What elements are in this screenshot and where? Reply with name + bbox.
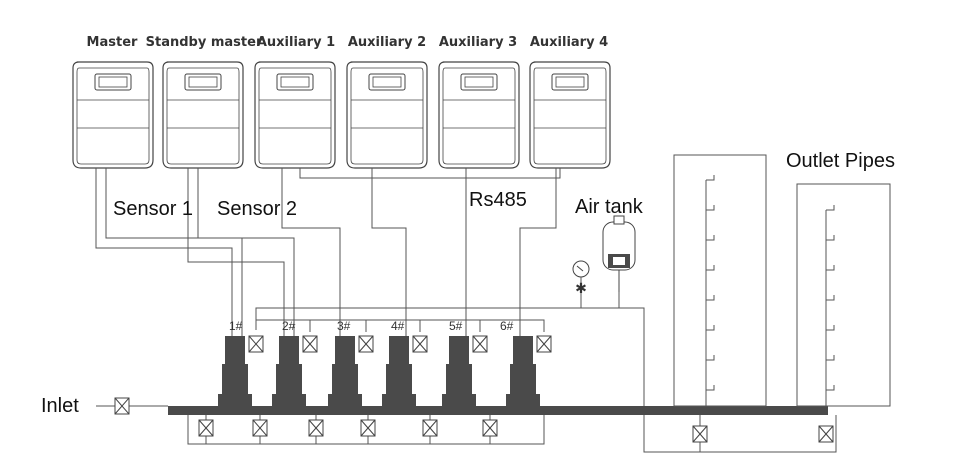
discharge-piping [255,319,545,332]
controller-label-auxiliary-2: Auxiliary 2 [348,35,426,50]
controller-auxiliary-3: Auxiliary 3 [438,35,520,169]
inlet-label: Inlet [41,395,79,417]
suction-valve-icon [360,419,376,437]
rs485-bus [299,168,561,179]
suction-valve-icon [308,419,324,437]
pump-6: 6# [500,319,552,410]
pump-label: 4# [391,319,405,333]
controller-auxiliary-1: Auxiliary 1 [254,35,336,169]
pump-label: 3# [337,319,351,333]
controller-label-auxiliary-1: Auxiliary 1 [257,35,335,50]
air-tank [602,215,636,292]
suction-valve-icon [198,419,214,437]
pump-label: 2# [282,319,296,333]
pump-3: 3# [328,319,374,410]
outlet-valve-icon [818,425,834,443]
inlet-valve-icon [114,397,130,415]
svg-text:✱: ✱ [575,281,587,297]
controller-label-master: Master [87,35,138,50]
sensor-2-label: Sensor 2 [217,198,297,220]
sensor-1-label: Sensor 1 [113,198,193,220]
controller-master: Master [72,35,154,169]
pump-label: 1# [229,319,243,333]
outlet-valve-icon [692,425,708,443]
rs485-label: Rs485 [469,189,527,211]
outlet-bypass-pipe [643,415,837,453]
controller-auxiliary-4: Auxiliary 4 [529,35,611,169]
pump-2: 2# [272,319,318,410]
pump-label: 6# [500,319,514,333]
outlet-building-2 [796,183,891,407]
pump-label: 5# [449,319,463,333]
controller-label-auxiliary-3: Auxiliary 3 [439,35,517,50]
pump-1: 1# [218,319,264,410]
controller-label-standby-master: Standby master [146,35,263,50]
outlet-pipes-label: Outlet Pipes [786,150,895,172]
air-tank-label: Air tank [575,196,644,218]
pump-5: 5# [442,319,488,410]
controller-auxiliary-2: Auxiliary 2 [346,35,428,169]
controller-label-auxiliary-4: Auxiliary 4 [530,35,608,50]
controller-standby-master: Standby master [146,35,263,169]
suction-valve-icon [422,419,438,437]
pressure-gauge-icon: ✱ [572,260,590,308]
main-header-pipe [168,406,828,415]
suction-valve-icon [482,419,498,437]
pump-4: 4# [382,319,428,410]
signal-wiring [95,168,557,336]
pressure-line [255,292,645,432]
suction-valve-icon [252,419,268,437]
outlet-building-1 [673,154,767,407]
